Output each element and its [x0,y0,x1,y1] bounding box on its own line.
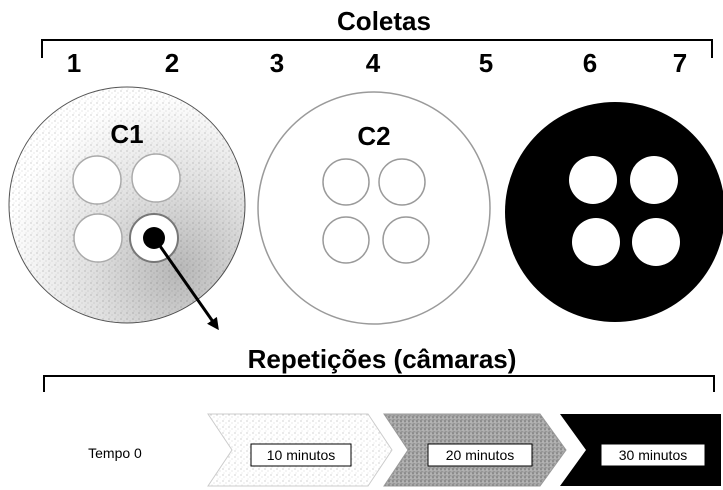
repetitions-title: Repetições (câmaras) [248,344,517,374]
timeline-step-1-box [250,443,352,467]
timeline-step-0: Tempo 0 [88,445,142,461]
timeline: Tempo 0 10 minutos 20 minutos 30 minutos [88,413,721,487]
dish-c2: C2 [257,91,491,325]
dish-c2-label: C2 [357,121,390,151]
dish-c2-well-4 [382,216,430,264]
collection-number-4: 4 [366,48,381,78]
arrow [158,245,219,331]
dish-c1-well-1 [72,155,122,205]
timeline-step-2-box [427,443,533,467]
collections-bracket [41,39,713,58]
collection-number-7: 7 [673,48,687,78]
timeline-step-3: 30 minutos [619,447,687,463]
collection-number-1: 1 [67,48,81,78]
dish-c2-well-2 [378,158,426,206]
collection-number-2: 2 [165,48,179,78]
dish-black-well-4 [632,218,680,266]
collection-number-6: 6 [583,48,597,78]
dish-c1-label: C1 [110,119,143,149]
dish-c1: C1 [8,86,246,324]
dish-black-well-1 [569,156,617,204]
collection-number-3: 3 [270,48,284,78]
dish-c1-well-4-dot [143,227,165,249]
dish-c2-well-1 [322,158,370,206]
dish-black-well-3 [572,218,620,266]
timeline-step-3-box [600,443,706,467]
timeline-step-1: 10 minutos [267,447,335,463]
collections-title: Coletas [337,6,431,36]
dish-c2-well-3 [322,216,370,264]
dish-black [505,102,723,322]
dish-black-well-2 [630,156,678,204]
collection-number-5: 5 [479,48,493,78]
dish-c1-well-3 [73,213,123,263]
dish-c1-well-2 [131,153,181,203]
timeline-step-2: 20 minutos [446,447,514,463]
repetitions-bracket [43,375,715,392]
